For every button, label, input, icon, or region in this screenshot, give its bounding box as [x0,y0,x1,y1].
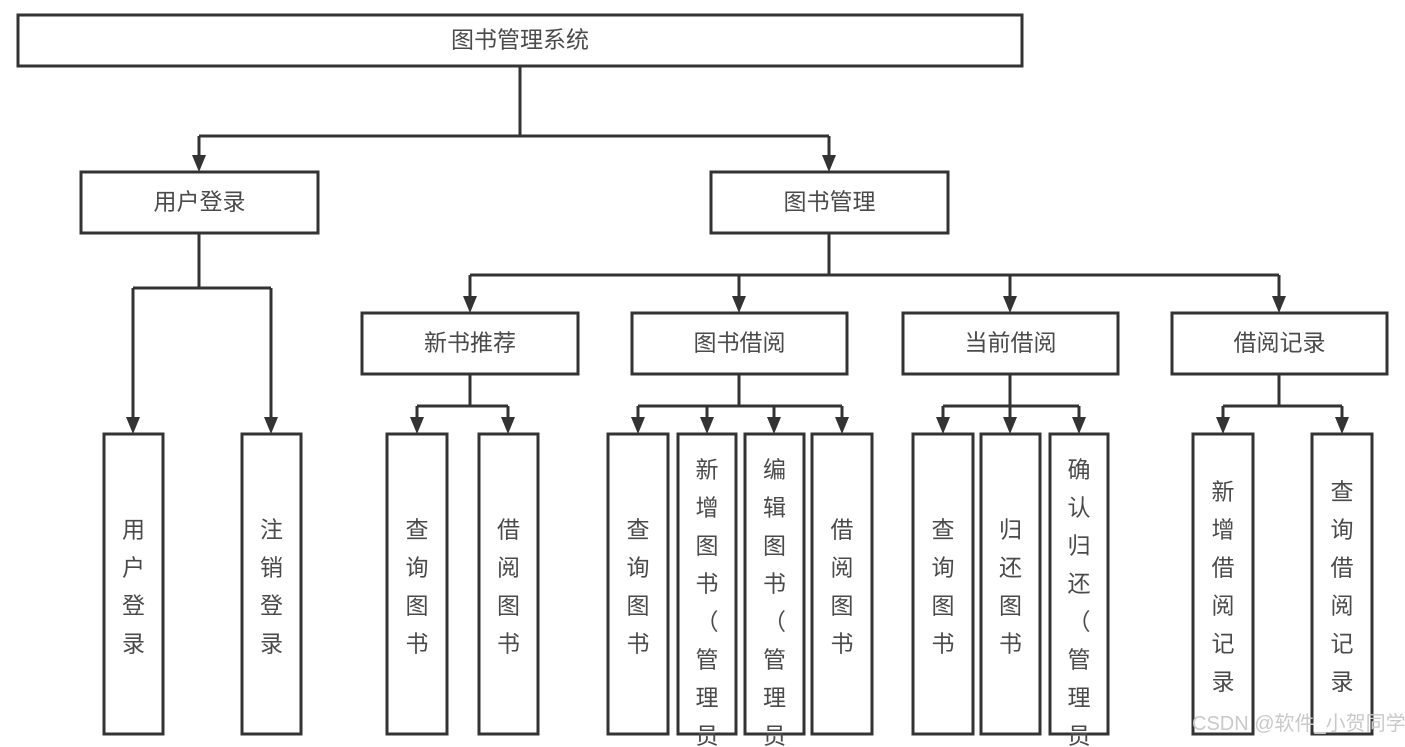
node-label: 当前借阅 [965,330,1057,356]
node-label: 新书推荐 [424,330,516,356]
node-leaf-query-book-current[interactable]: 查询图书 [911,432,975,736]
connector-group [463,233,1286,313]
connector-arrow-icon [1272,296,1286,313]
node-box[interactable] [240,432,303,736]
node-label: 图书管理系统 [451,27,589,53]
node-box[interactable] [1191,432,1255,736]
node-box[interactable] [16,13,1024,68]
connector-arrow-icon [732,296,746,313]
node-leaf-user-logout[interactable]: 注销登录 [240,432,303,736]
node-leaf-borrow-book[interactable]: 借阅图书 [810,432,874,736]
node-box[interactable] [1170,311,1389,376]
connector-arrow-icon [1072,417,1086,434]
node-leaf-return-book[interactable]: 归还图书 [979,432,1042,736]
node-label: 归还图书 [999,517,1022,657]
node-leaf-query-record[interactable]: 查询借阅记录 [1310,432,1374,736]
node-leaf-edit-book[interactable]: 编辑图书（管理员） [743,432,806,747]
connector-arrow-icon [631,417,645,434]
node-user-login[interactable]: 用户登录 [79,170,320,235]
node-box[interactable] [477,432,540,736]
connectors-layer [126,66,1349,434]
connector-group [936,374,1086,434]
node-box[interactable] [79,170,320,235]
node-label: 借阅图书 [831,517,854,657]
node-leaf-add-record[interactable]: 新增借阅记录 [1191,432,1255,736]
connector-group [631,374,849,434]
csdn-watermark: CSDN @软件_小贺同学 [1192,712,1405,735]
node-box[interactable] [911,432,975,736]
node-leaf-user-login[interactable]: 用户登录 [102,432,165,736]
node-label: 查询图书 [406,517,429,657]
connector-arrow-icon [822,155,836,172]
node-box[interactable] [810,432,874,736]
connector-group [410,374,515,434]
watermark-layer: CSDN @软件_小贺同学 [1192,712,1405,735]
node-leaf-confirm-return[interactable]: 确认归还（管理员） [1048,432,1110,747]
connector-arrow-icon [463,296,477,313]
connector-arrow-icon [1003,417,1017,434]
node-label: 查询借阅记录 [1331,479,1354,695]
node-box[interactable] [385,432,449,736]
node-label: 新增借阅记录 [1212,479,1235,695]
node-label: 查询图书 [932,517,955,657]
node-label: 编辑图书（管理员） [763,457,786,747]
node-leaf-query-book-rec[interactable]: 查询图书 [385,432,449,736]
node-box[interactable] [606,432,670,736]
node-label: 借阅图书 [497,517,520,657]
node-book-management[interactable]: 图书管理 [709,170,950,235]
node-label: 借阅记录 [1234,330,1326,356]
node-box[interactable] [676,432,738,736]
node-book-borrow[interactable]: 图书借阅 [630,311,849,376]
node-box[interactable] [979,432,1042,736]
node-borrow-record[interactable]: 借阅记录 [1170,311,1389,376]
node-root-图书管理系统[interactable]: 图书管理系统 [16,13,1024,68]
connector-arrow-icon [835,417,849,434]
node-box[interactable] [709,170,950,235]
connector-arrow-icon [410,417,424,434]
connector-arrow-icon [767,417,781,434]
node-box[interactable] [1048,432,1110,736]
node-box[interactable] [102,432,165,736]
node-label: 图书管理 [784,189,876,215]
nodes-layer: 图书管理系统用户登录图书管理新书推荐图书借阅当前借阅借阅记录用户登录注销登录查询… [16,13,1389,747]
connector-group [126,233,278,434]
node-label: 新增图书（管理员） [696,457,719,747]
connector-group [1216,374,1349,434]
connector-arrow-icon [1335,417,1349,434]
node-current-borrow[interactable]: 当前借阅 [901,311,1120,376]
connector-arrow-icon [1216,417,1230,434]
node-leaf-add-book[interactable]: 新增图书（管理员） [676,432,738,747]
connector-arrow-icon [936,417,950,434]
node-box[interactable] [743,432,806,736]
node-label: 用户登录 [122,517,145,657]
connector-arrow-icon [264,417,278,434]
node-label: 注销登录 [260,517,283,657]
node-new-book-recommend[interactable]: 新书推荐 [360,311,580,376]
connector-arrow-icon [192,155,206,172]
node-leaf-borrow-book-rec[interactable]: 借阅图书 [477,432,540,736]
node-box[interactable] [1310,432,1374,736]
node-label: 确认归还（管理员） [1068,457,1091,747]
node-box[interactable] [630,311,849,376]
connector-arrow-icon [501,417,515,434]
connector-arrow-icon [126,417,140,434]
connector-group [192,66,836,172]
node-leaf-query-book-borrow[interactable]: 查询图书 [606,432,670,736]
node-box[interactable] [901,311,1120,376]
node-label: 用户登录 [154,189,246,215]
connector-arrow-icon [700,417,714,434]
node-box[interactable] [360,311,580,376]
connector-arrow-icon [1003,296,1017,313]
node-label: 图书借阅 [694,330,786,356]
node-label: 查询图书 [627,517,650,657]
